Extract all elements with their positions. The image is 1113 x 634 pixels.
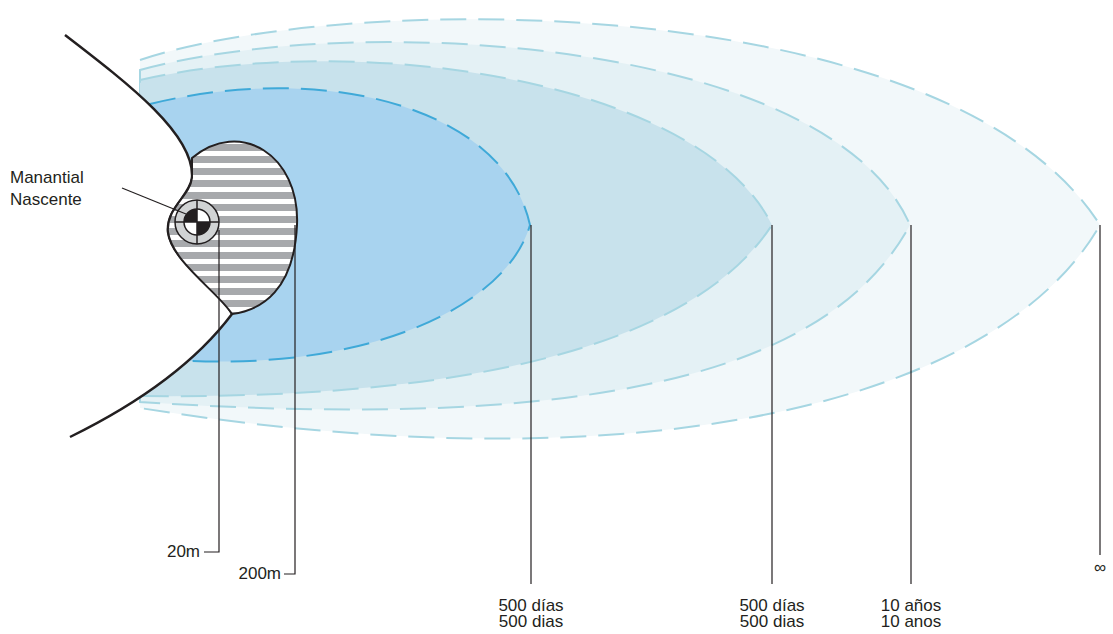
leader-lines	[122, 188, 1100, 584]
zone-label: ∞	[1094, 558, 1106, 578]
spring-symbol	[175, 200, 219, 244]
zone-200m	[168, 142, 297, 314]
ground-slope	[0, 0, 232, 480]
zone-10-years	[140, 42, 910, 409]
zone-infinite	[140, 19, 1100, 438]
zone-label: 500 dias	[499, 612, 563, 632]
zone-label: Manantial	[10, 168, 84, 188]
zone-500-days-outer	[140, 61, 772, 396]
zone-label: 200m	[238, 564, 281, 584]
zone-label: 20m	[167, 542, 200, 562]
terrain-boundary	[65, 35, 232, 437]
zone-label: 10 anos	[881, 612, 942, 632]
zone-label: 500 dias	[740, 612, 804, 632]
zone-label: Nascente	[10, 190, 82, 210]
